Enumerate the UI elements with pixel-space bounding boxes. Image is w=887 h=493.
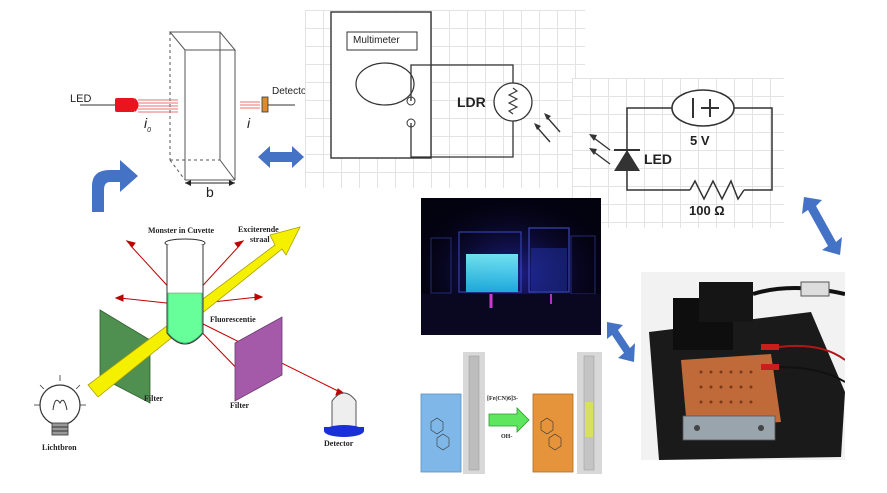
multimeter-dial [355,62,415,106]
b-label: b [206,184,214,200]
beakers-photo-image [421,198,601,335]
diode-icon [614,150,640,171]
reaction-arrow-icon [488,407,530,433]
beer-lambert-panel: LED Detector i0 i b [60,20,320,200]
filter-purple-icon [234,316,283,402]
sample-label: Monster in Cuvette [148,226,215,235]
filter-right-label: Filter [230,401,250,410]
lightsource-label: Lichtbron [42,443,77,452]
condition-label: OH- [501,434,513,440]
double-arrow-diagonal-right-icon [802,197,842,255]
excitation-label-1: Exciterende [238,225,279,234]
fluorescence-panel: Monster in Cuvette Exciterende straal Fl… [20,205,390,490]
resistor-icon [689,179,745,201]
multimeter-label: Multimeter [353,35,400,46]
reaction-panel: [Fe(CN)6]3- OH- [417,352,602,474]
reaction-diagram [417,352,602,474]
multimeter-circuit-panel: Multimeter LDR [305,10,585,188]
fluorescent-sample [167,292,203,344]
i-label: i [247,115,251,131]
lightbulb-icon [34,375,86,436]
excitation-label-2: straal [250,235,270,244]
beakers-photo [421,198,601,335]
fluorescence-detector-label: Detector [324,439,354,448]
led-circuit-label: LED [644,151,672,167]
led-circuit-panel: LED 5 V 100 Ω [572,78,784,228]
resistor-label: 100 Ω [689,203,725,218]
fluorescence-label: Fluorescentie [210,315,256,324]
voltage-label: 5 V [690,133,710,148]
i0-label: i0 [144,115,152,134]
breadboard [681,354,781,428]
filter-left-label: Filter [144,394,164,403]
device-photo [641,272,845,460]
double-arrow-diagonal-middle-icon [607,322,635,362]
multimeter-circuit-diagram [330,11,561,159]
led-icon [115,98,135,112]
detector-icon [324,392,364,437]
reagent-label: [Fe(CN)6]3- [487,396,518,402]
orange-solution [532,393,574,473]
led-circuit-diagram [589,89,773,201]
detector-label: Detector [272,86,310,97]
ldr-label: LDR [457,94,486,110]
device-photo-image [649,281,845,460]
detector-icon [261,96,269,113]
blue-solution [420,393,462,473]
led-label: LED [70,93,92,105]
fluorescence-diagram [34,226,364,437]
cuvette-diagram [80,31,295,186]
ldr-icon [493,82,533,122]
